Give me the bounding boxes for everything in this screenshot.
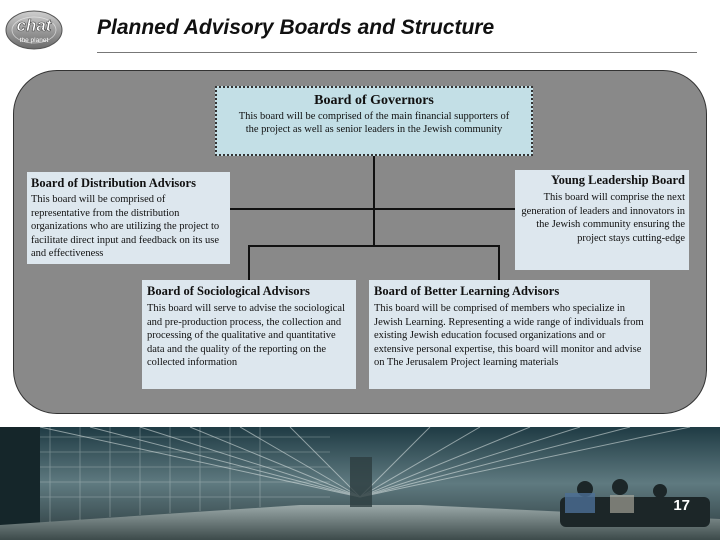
young-leadership-description: This board will comprise the next genera… [521,192,685,244]
better-learning-advisors-description: This board will be comprised of members … [374,303,644,368]
connector-horizontal-upper [230,208,515,210]
connector-center-down [373,209,375,246]
distribution-advisors-description: This board will be comprised of represen… [31,194,220,259]
distribution-advisors-title: Board of Distribution Advisors [31,176,196,190]
page-title: Planned Advisory Boards and Structure [97,16,495,39]
svg-text:chat: chat [17,16,53,35]
sociological-advisors-box: Board of Sociological Advisors This boar… [142,280,356,389]
board-of-governors-box: Board of Governors This board will be co… [215,86,533,156]
connector-sociological [248,245,250,280]
chat-the-planet-logo: chat the planet [2,6,66,52]
board-of-governors-description: This board will be comprised of the main… [238,111,510,135]
young-leadership-box: Young Leadership Board This board will c… [515,170,689,270]
bridge-photo [0,426,720,540]
connector-better-learning [498,245,500,280]
sociological-advisors-description: This board will serve to advise the soci… [147,303,345,368]
sociological-advisors-title: Board of Sociological Advisors [147,284,310,298]
connector-governors-down [373,156,375,209]
title-divider [97,52,697,53]
young-leadership-title: Young Leadership Board [550,173,685,187]
better-learning-advisors-title: Board of Better Learning Advisors [374,284,560,298]
distribution-advisors-box: Board of Distribution Advisors This boar… [27,172,230,264]
better-learning-advisors-box: Board of Better Learning Advisors This b… [369,280,650,389]
connector-horizontal-lower [248,245,500,247]
page-number: 17 [673,497,690,514]
board-of-governors-title: Board of Governors [314,93,434,108]
svg-text:the planet: the planet [20,37,49,44]
